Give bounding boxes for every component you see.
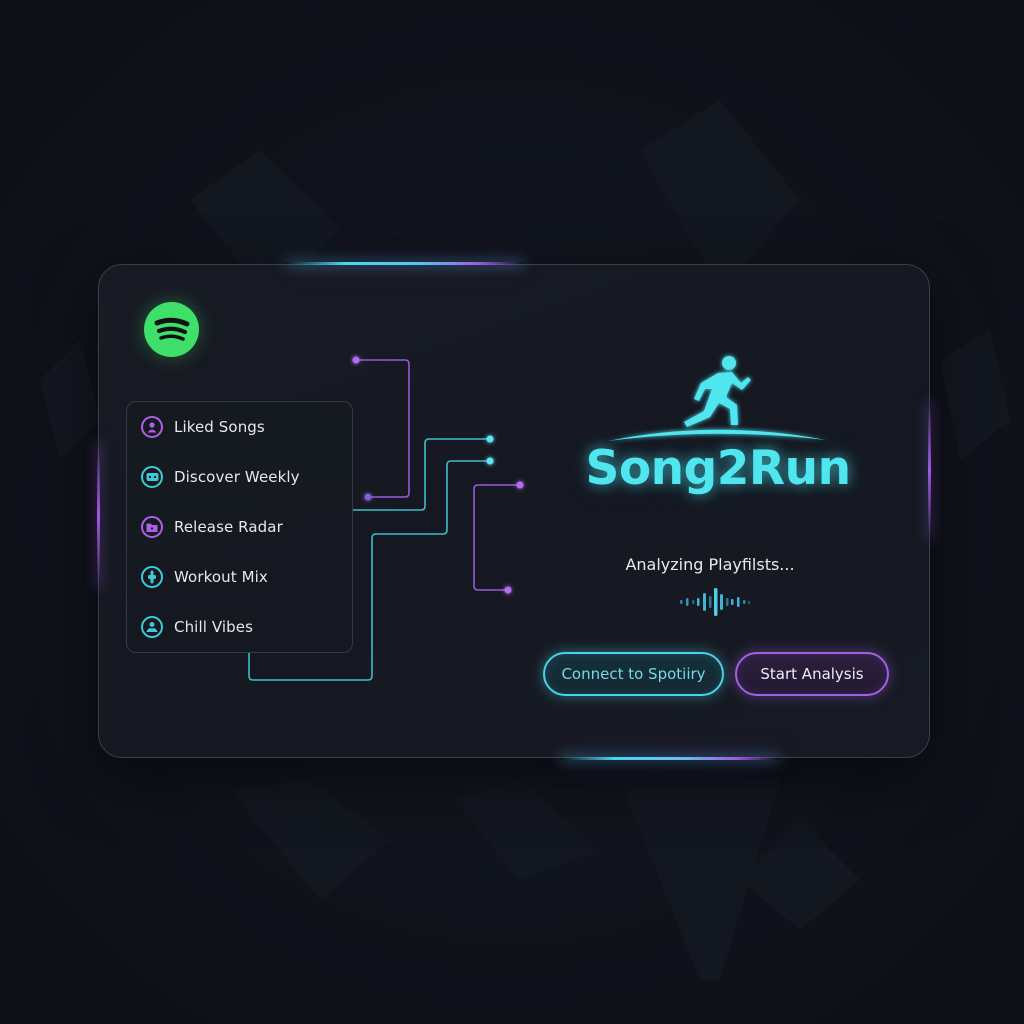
card-glow-bottom (560, 757, 780, 760)
card-glow-top (285, 262, 525, 265)
playlist-list: Liked Songs Discover Weekly Release Rada… (126, 401, 353, 653)
playlist-label: Chill Vibes (174, 618, 254, 636)
folder-icon (141, 516, 163, 538)
playlist-item-discover-weekly[interactable]: Discover Weekly (141, 462, 300, 492)
start-analysis-button[interactable]: Start Analysis (735, 652, 889, 696)
spotify-logo-icon (144, 302, 199, 357)
playlist-item-chill-vibes[interactable]: Chill Vibes (141, 612, 253, 642)
runner-icon (608, 356, 826, 441)
connect-to-spotify-button[interactable]: Connect to Spotiiry (543, 652, 724, 696)
playlist-item-liked-songs[interactable]: Liked Songs (141, 412, 265, 442)
relax-icon (141, 616, 163, 638)
playlist-label: Release Radar (174, 518, 283, 536)
playlist-item-release-radar[interactable]: Release Radar (141, 512, 283, 542)
audio-waveform-icon (680, 588, 750, 616)
playlist-item-workout-mix[interactable]: Workout Mix (141, 562, 268, 592)
user-icon (141, 416, 163, 438)
status-text: Analyzing Playfilsts... (625, 555, 795, 574)
app-logo: Song2Run (560, 345, 870, 505)
gamepad-icon (141, 466, 163, 488)
playlist-label: Discover Weekly (174, 468, 300, 486)
card-glow-left (97, 440, 100, 590)
card-glow-right (928, 400, 931, 540)
app-title: Song2Run (585, 441, 851, 496)
playlist-label: Liked Songs (174, 418, 265, 436)
playlist-label: Workout Mix (174, 568, 268, 586)
dumbbell-icon (141, 566, 163, 588)
